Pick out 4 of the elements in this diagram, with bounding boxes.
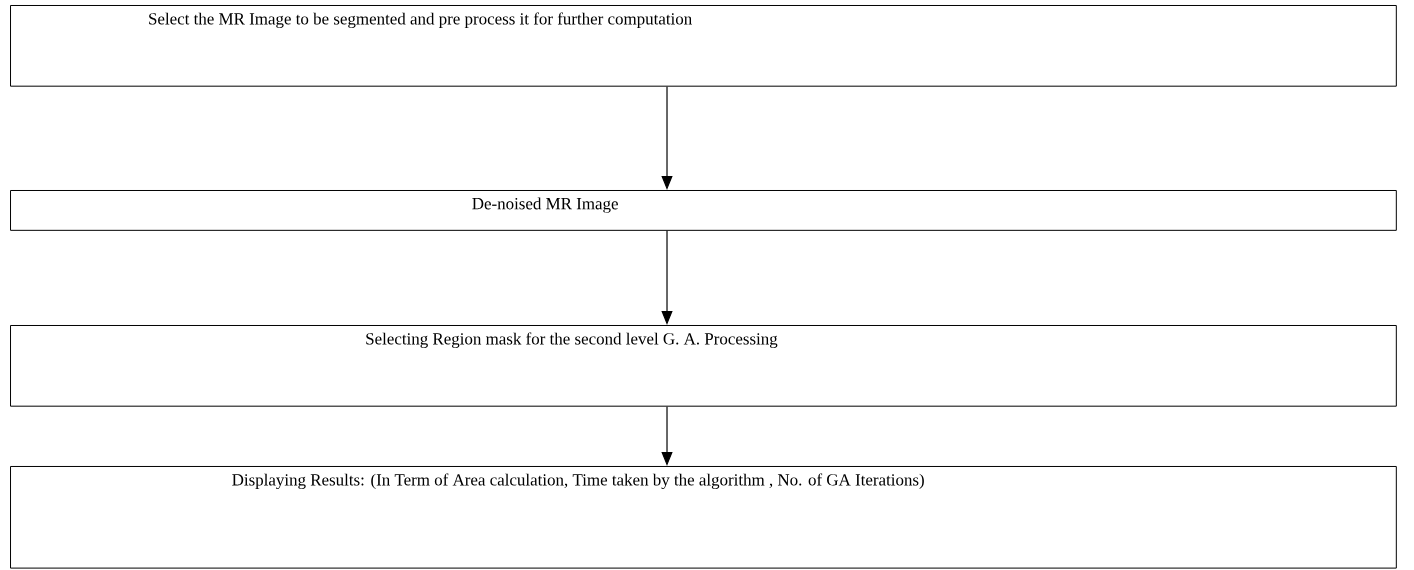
process-box: Selecting Region mask for the second level G. A. Processing: [10, 325, 1397, 407]
process-box: De-noised MR Image: [10, 190, 1397, 231]
process-box: Select the MR Image to be segmented and pre process it for further computation: [10, 5, 1397, 87]
process-box: Displaying Results: (In Term of Area calculation, Time taken by the algorithm , No. of GA Iterations): [10, 466, 1397, 569]
